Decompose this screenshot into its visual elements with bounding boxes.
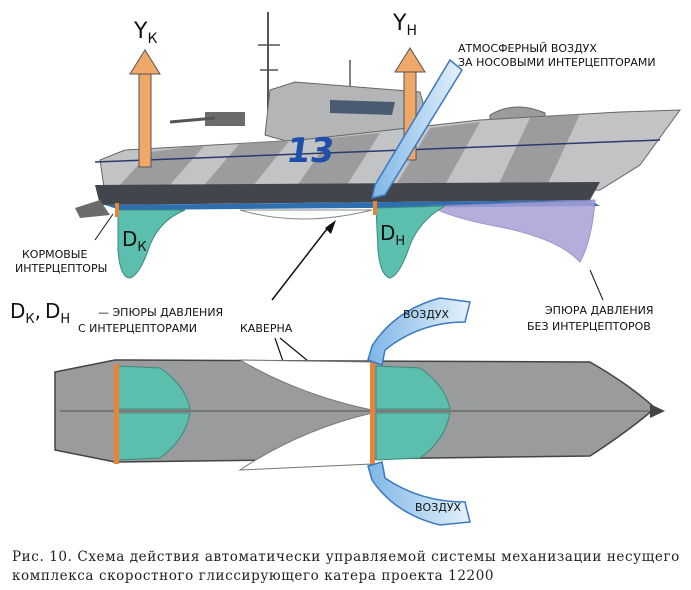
side-cavern xyxy=(239,209,373,220)
boat-number: 13 xyxy=(284,131,337,171)
lift-arrow-yk xyxy=(129,49,161,168)
boat-side-view xyxy=(75,12,682,218)
label-air-top: ВОЗДУХ xyxy=(403,308,450,321)
epure-dk xyxy=(117,209,186,279)
planing-boat-scheme: 13 YК YН DК DН АТМОСФЕРНЫЙ ВОЗДУХ ЗА НОС… xyxy=(10,11,682,526)
air-arrow-top xyxy=(367,297,471,366)
label-air-bottom: ВОЗДУХ xyxy=(415,501,462,514)
label-aft-interceptors-1: КОРМОВЫЕ xyxy=(22,248,88,261)
figure-caption: Рис. 10. Схема действия автоматически уп… xyxy=(12,548,682,586)
legend-symbols: DК,DН xyxy=(10,299,70,327)
air-arrow-bottom xyxy=(367,461,471,526)
label-aft-interceptors-2: ИНТЕРЦЕПТОРЫ xyxy=(15,262,107,275)
label-dk: DК xyxy=(122,227,147,255)
label-yn: YН xyxy=(392,11,417,39)
legend-line-2: С ИНТЕРЦЕПТОРАМИ xyxy=(78,322,197,335)
label-no-int-1: ЭПЮРА ДАВЛЕНИЯ xyxy=(545,304,654,317)
epure-dn xyxy=(375,205,446,279)
atmospheric-air-arrow xyxy=(370,58,463,200)
bow-interceptor-side xyxy=(373,201,377,215)
label-atm-air-2: ЗА НОСОВЫМИ ИНТЕРЦЕПТОРАМИ xyxy=(458,56,656,69)
epure-no-interceptors xyxy=(428,199,596,263)
caption-line-2: комплекса скоростного глиссирующего кате… xyxy=(12,568,495,584)
bow-interceptor-plan xyxy=(370,362,375,464)
label-cavern: КАВЕРНА xyxy=(240,322,293,335)
hull-plan-view xyxy=(54,359,665,471)
caption-line-1: Рис. 10. Схема действия автоматически уп… xyxy=(12,549,680,565)
label-atm-air-1: АТМОСФЕРНЫЙ ВОЗДУХ xyxy=(458,42,597,55)
label-yk: YК xyxy=(133,19,157,47)
aft-interceptor-plan xyxy=(114,364,119,464)
legend-line-1: — ЭПЮРЫ ДАВЛЕНИЯ xyxy=(98,306,223,319)
aft-interceptor-side xyxy=(115,203,119,217)
label-dn: DН xyxy=(380,221,405,249)
label-no-int-2: БЕЗ ИНТЕРЦЕПТОРОВ xyxy=(527,320,651,333)
